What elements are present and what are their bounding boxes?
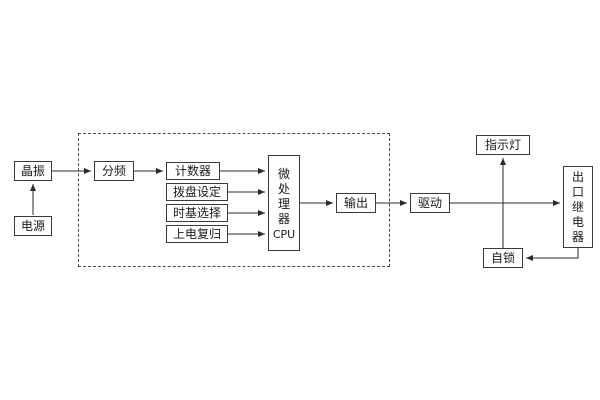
reset-label: 上电复归 xyxy=(172,227,221,241)
divider-label: 分频 xyxy=(101,164,126,178)
power-label: 电源 xyxy=(20,219,45,233)
node-power: 电源 xyxy=(14,216,52,236)
node-indicator-lamp: 指示灯 xyxy=(476,135,530,155)
node-outlet-relay: 出口继电器 xyxy=(563,166,593,248)
node-drive: 驱动 xyxy=(410,193,450,213)
node-timebase-select: 时基选择 xyxy=(166,204,228,222)
node-dial-setting: 拨盘设定 xyxy=(166,183,228,201)
node-counter: 计数器 xyxy=(166,162,220,180)
mcu-dashed-boundary xyxy=(78,133,390,267)
output-label: 输出 xyxy=(343,196,368,210)
timebase-label: 时基选择 xyxy=(172,206,221,220)
node-crystal: 晶振 xyxy=(14,161,52,181)
cpu-label: CPU xyxy=(272,227,296,241)
node-poweron-reset: 上电复归 xyxy=(166,225,228,243)
node-microprocessor-cpu: 微处理器 CPU xyxy=(268,155,300,251)
microprocessor-label: 微处理器 xyxy=(277,166,290,226)
counter-label: 计数器 xyxy=(174,164,211,178)
indicator-label: 指示灯 xyxy=(484,138,521,152)
dial-label: 拨盘设定 xyxy=(172,185,221,199)
relay-label: 出口继电器 xyxy=(571,169,584,244)
node-self-lock: 自锁 xyxy=(483,248,523,268)
drive-label: 驱动 xyxy=(417,196,442,210)
node-output: 输出 xyxy=(336,193,376,213)
selflock-label: 自锁 xyxy=(490,251,515,265)
node-frequency-divider: 分频 xyxy=(94,161,134,181)
crystal-label: 晶振 xyxy=(20,164,45,178)
